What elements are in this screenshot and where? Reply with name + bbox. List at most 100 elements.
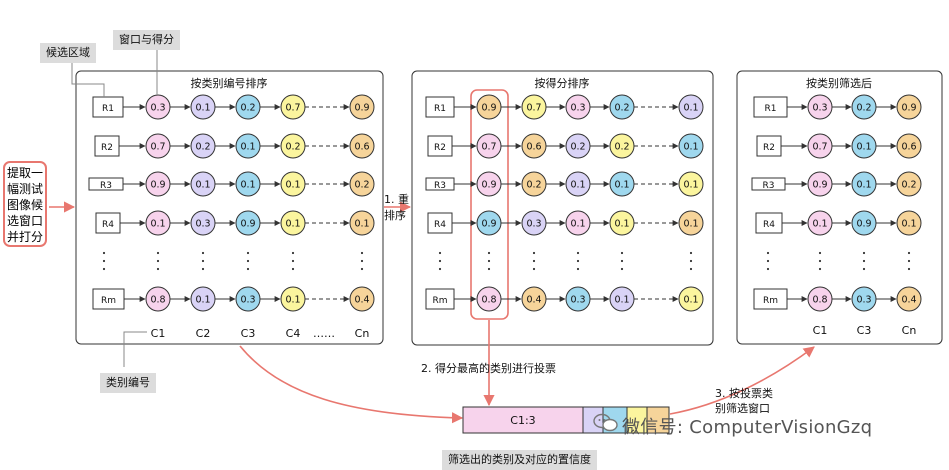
- ellipsis-dot: [360, 251, 364, 255]
- column-label: C4: [286, 327, 301, 340]
- score-circle: [678, 94, 704, 120]
- column-label: Cn: [902, 324, 917, 337]
- score-circle: [349, 133, 375, 159]
- ellipsis-dot: [291, 259, 295, 263]
- candidate-window-label: R4: [434, 220, 446, 230]
- score-value: 0.3: [240, 295, 255, 306]
- column-label: Cn: [355, 327, 370, 340]
- score-circle: [896, 171, 922, 197]
- ellipsis-dot: [201, 267, 205, 271]
- ellipsis-dot: [576, 251, 580, 255]
- score-value: 0.3: [812, 103, 827, 114]
- score-value: 0.1: [240, 142, 255, 153]
- score-value: 0.1: [683, 219, 698, 230]
- ellipsis-dot: [246, 267, 250, 271]
- score-value: 0.9: [481, 180, 496, 191]
- column-label: C3: [857, 324, 872, 337]
- score-value: 0.6: [526, 142, 541, 153]
- ellipsis-dot: [102, 251, 106, 255]
- score-value: 0.1: [285, 180, 300, 191]
- score-value: 0.9: [812, 180, 827, 191]
- score-value: 0.4: [526, 295, 541, 306]
- ellipsis-dot: [532, 251, 536, 255]
- column-label: C1: [813, 324, 828, 337]
- score-value: 0.7: [150, 142, 165, 153]
- candidate-leader-line: [71, 62, 105, 97]
- input-line: 幅测试: [6, 182, 43, 196]
- score-value: 0.1: [901, 219, 916, 230]
- step3-label-line2: 别筛选窗口: [715, 401, 770, 415]
- score-value: 0.8: [481, 295, 496, 306]
- candidate-window-label: R3: [100, 181, 112, 191]
- column-label: C1: [151, 327, 166, 340]
- panel-middle: [411, 70, 714, 346]
- ellipsis-dot: [620, 267, 624, 271]
- score-value: 0.1: [683, 295, 698, 306]
- score-value: 0.1: [812, 219, 827, 230]
- panel-middle-title: 按得分排序: [535, 76, 590, 90]
- score-value: 0.9: [240, 219, 255, 230]
- ellipsis-dot: [156, 259, 160, 263]
- panel-left-title: 按类别编号排序: [191, 76, 268, 90]
- step1-label-line2: 排序: [384, 208, 406, 222]
- ellipsis-dot: [291, 251, 295, 255]
- ellipsis-dot: [818, 251, 822, 255]
- ellipsis-dot: [766, 267, 770, 271]
- selected-category-callout: 筛选出的类别及对应的置信度: [442, 450, 597, 470]
- score-circle: [349, 171, 375, 197]
- score-circle: [678, 210, 704, 236]
- score-value: 0.2: [195, 142, 210, 153]
- step1-label-line1: 1. 重: [384, 192, 409, 206]
- score-value: 0.1: [570, 219, 585, 230]
- panel-right-title: 按类别筛选后: [806, 76, 872, 90]
- score-value: 0.3: [856, 295, 871, 306]
- ellipsis-dot: [818, 267, 822, 271]
- score-value: 0.3: [570, 103, 585, 114]
- score-value: 0.1: [285, 295, 300, 306]
- ellipsis-dot: [360, 267, 364, 271]
- score-circle: [349, 286, 375, 312]
- ellipsis-dot: [689, 259, 693, 263]
- score-value: 0.3: [150, 103, 165, 114]
- score-value: 0.9: [856, 219, 871, 230]
- score-value: 0.9: [354, 103, 369, 114]
- score-value: 0.1: [683, 180, 698, 191]
- candidate-window-label: R4: [102, 220, 114, 230]
- window-score-callout: 窗口与得分: [113, 30, 180, 50]
- candidate-window-label: R2: [101, 143, 113, 153]
- result-bar-orange: [646, 406, 670, 434]
- category-id-callout: 类别编号: [100, 373, 156, 393]
- score-value: 0.3: [195, 219, 210, 230]
- score-value: 0.4: [354, 295, 369, 306]
- score-circle: [349, 210, 375, 236]
- ellipsis-dot: [487, 267, 491, 271]
- score-value: 0.6: [901, 142, 916, 153]
- candidate-window-label: R1: [765, 104, 777, 114]
- score-value: 0.9: [481, 219, 496, 230]
- score-value: 0.2: [240, 103, 255, 114]
- score-value: 0.1: [354, 219, 369, 230]
- wechat-icon: [593, 413, 618, 432]
- candidate-window-label: Rm: [432, 296, 447, 306]
- score-value: 0.1: [150, 219, 165, 230]
- score-value: 0.2: [856, 103, 871, 114]
- score-circle: [896, 286, 922, 312]
- score-circle: [896, 94, 922, 120]
- score-value: 0.9: [481, 103, 496, 114]
- score-value: 0.1: [856, 180, 871, 191]
- ellipsis-dot: [576, 259, 580, 263]
- score-value: 0.1: [195, 103, 210, 114]
- score-circle: [896, 133, 922, 159]
- candidate-window-label: R3: [434, 181, 446, 191]
- input-line: 提取一: [6, 166, 43, 180]
- ellipsis-dot: [907, 259, 911, 263]
- candidate-window-label: R1: [102, 104, 114, 114]
- candidate-window-label: Rm: [101, 296, 116, 306]
- ellipsis-dot: [102, 267, 106, 271]
- score-circle: [349, 94, 375, 120]
- ellipsis-dot: [156, 267, 160, 271]
- ellipsis-dot: [862, 251, 866, 255]
